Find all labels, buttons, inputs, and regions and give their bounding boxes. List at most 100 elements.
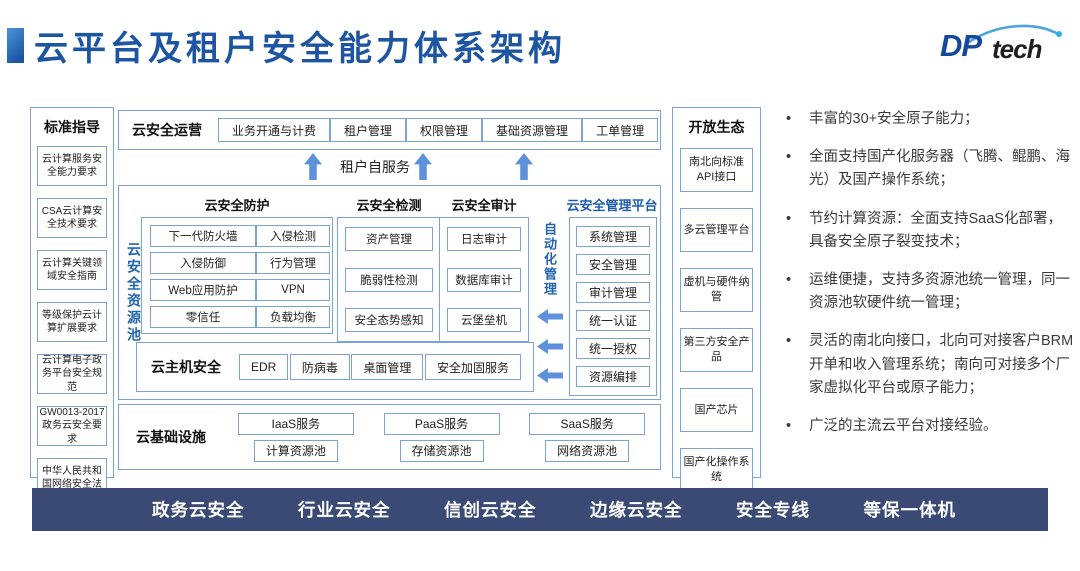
protection-item: 入侵检测 — [256, 225, 330, 247]
highlight-item: 广泛的主流云平台对接经验。 — [782, 415, 1075, 438]
infra-service-item: SaaS服务 — [529, 412, 646, 435]
standard-item: 云计算服务安全能力要求 — [37, 146, 107, 186]
logo-dp-text: DP — [940, 28, 982, 63]
footer-item: 信创云安全 — [444, 500, 537, 520]
platform-item: 统一授权 — [576, 338, 650, 359]
infra-service-item: PaaS服务 — [383, 412, 500, 435]
footer-item: 等保一体机 — [863, 500, 956, 520]
platform-item: 资源编排 — [576, 366, 650, 387]
platform-item: 安全管理 — [576, 254, 650, 275]
standards-panel-title: 标准指导 — [44, 119, 100, 135]
title-accent-bar — [7, 28, 24, 63]
audit-title: 云安全审计 — [451, 198, 517, 213]
ecosystem-item: 国产芯片 — [680, 388, 753, 432]
arrow-left-icon — [537, 368, 563, 383]
ops-section-title: 云安全运营 — [132, 122, 202, 138]
standards-panel: 标准指导 云计算服务安全能力要求 CSA云计算安全技术要求 云计算关键领域安全指… — [30, 107, 114, 498]
highlights-list: 丰富的30+安全原子能力； 全面支持国产化服务器（飞腾、鲲鹏、海光）及国产操作系… — [782, 108, 1075, 453]
ops-item: 工单管理 — [582, 118, 659, 142]
host-items: EDR 防病毒 桌面管理 安全加固服务 — [239, 354, 521, 380]
infra-pool-item: 网络资源池 — [545, 439, 630, 462]
highlight-item: 丰富的30+安全原子能力； — [782, 108, 1075, 131]
protection-box: 下一代防火墙 入侵检测 入侵防御 行为管理 Web应用防护 VPN 零信任 负载… — [141, 217, 333, 334]
highlight-item: 全面支持国产化服务器（飞腾、鲲鹏、海光）及国产操作系统； — [782, 146, 1075, 192]
detection-title: 云安全检测 — [356, 198, 422, 213]
infrastructure-section: 云基础设施 IaaS服务 计算资源池 PaaS服务 存储资源池 SaaS服务 网… — [118, 404, 661, 470]
highlight-item: 节约计算资源：全面支持SaaS化部署，具备安全原子裂变技术； — [782, 208, 1075, 254]
protection-item: 零信任 — [150, 306, 256, 328]
infra-group: IaaS服务 计算资源池 — [223, 412, 369, 462]
arrow-up-icon — [515, 153, 533, 180]
host-item: 安全加固服务 — [424, 354, 521, 380]
infra-pool-item: 存储资源池 — [399, 439, 484, 462]
host-item: 桌面管理 — [351, 354, 424, 380]
platform-item: 统一认证 — [576, 310, 650, 331]
arrow-left-icon — [537, 339, 563, 354]
protection-item: Web应用防护 — [150, 279, 256, 301]
ecosystem-item: 第三方安全产品 — [680, 328, 753, 372]
infra-service-item: IaaS服务 — [237, 412, 354, 435]
detection-item: 脆弱性检测 — [345, 267, 433, 292]
ops-item: 租户管理 — [330, 118, 407, 142]
dptech-logo: DP tech — [940, 20, 1070, 70]
footer-item: 安全专线 — [736, 500, 810, 520]
standard-item: 云计算关键领域安全指南 — [37, 250, 107, 290]
infrastructure-title: 云基础设施 — [136, 429, 206, 445]
host-security-box: 云主机安全 EDR 防病毒 桌面管理 安全加固服务 — [136, 342, 534, 392]
infra-group: PaaS服务 存储资源池 — [369, 412, 515, 462]
ecosystem-item: 国产化操作系统 — [680, 448, 753, 492]
host-item: 防病毒 — [289, 354, 350, 380]
ops-item: 基础资源管理 — [482, 118, 583, 142]
ops-items: 业务开通与计费 租户管理 权限管理 基础资源管理 工单管理 — [218, 118, 659, 142]
footer-item: 政务云安全 — [152, 500, 245, 520]
protection-item: 下一代防火墙 — [150, 225, 256, 247]
protection-item: VPN — [256, 279, 330, 301]
platform-item: 审计管理 — [576, 282, 650, 303]
protection-title: 云安全防护 — [204, 198, 270, 213]
arrow-up-icon — [414, 153, 432, 180]
host-security-title: 云主机安全 — [151, 359, 221, 375]
protection-item: 负载均衡 — [256, 306, 330, 328]
ecosystem-panel-title: 开放生态 — [688, 119, 745, 135]
standard-item: CSA云计算安全技术要求 — [37, 198, 107, 238]
ecosystem-panel: 开放生态 南北向标准API接口 多云管理平台 虚机与硬件纳管 第三方安全产品 国… — [672, 107, 761, 492]
ops-section: 云安全运营 业务开通与计费 租户管理 权限管理 基础资源管理 工单管理 — [118, 110, 661, 150]
audit-item: 数据库审计 — [447, 267, 521, 292]
audit-box: 日志审计 数据库审计 云堡垒机 — [439, 217, 529, 342]
ecosystem-list: 南北向标准API接口 多云管理平台 虚机与硬件纳管 第三方安全产品 国产芯片 国… — [673, 148, 760, 492]
host-item: EDR — [239, 354, 289, 380]
platform-box: 系统管理 安全管理 审计管理 统一认证 统一授权 资源编排 — [569, 217, 657, 396]
logo-tech-text: tech — [992, 34, 1042, 64]
detection-box: 资产管理 脆弱性检测 安全态势感知 — [337, 217, 441, 342]
platform-item: 系统管理 — [576, 226, 650, 247]
ecosystem-item: 多云管理平台 — [680, 208, 753, 252]
infra-pool-item: 计算资源池 — [253, 439, 338, 462]
infra-group: SaaS服务 网络资源池 — [514, 412, 660, 462]
ecosystem-item: 南北向标准API接口 — [680, 148, 753, 192]
platform-title: 云安全管理平台 — [566, 198, 658, 213]
standard-item: GW0013-2017政务云安全要求 — [37, 406, 107, 446]
tenant-self-service-row: 租户自服务 — [118, 150, 661, 183]
footer-item: 边缘云安全 — [590, 500, 683, 520]
footer-item: 行业云安全 — [298, 500, 391, 520]
detection-item: 安全态势感知 — [345, 308, 433, 332]
security-pool-section: 云安全资源池 云安全防护 下一代防火墙 入侵检测 入侵防御 行为管理 Web应用… — [118, 185, 661, 400]
arrow-up-icon — [304, 153, 322, 180]
ecosystem-item: 虚机与硬件纳管 — [680, 268, 753, 312]
automation-label: 自动化管理 — [542, 222, 557, 297]
ops-item: 权限管理 — [406, 118, 483, 142]
page-title: 云平台及租户安全能力体系架构 — [34, 30, 566, 68]
detection-item: 资产管理 — [345, 227, 433, 251]
standard-item: 云计算电子政务平台安全规范 — [37, 354, 107, 394]
pool-vertical-title: 云安全资源池 — [126, 241, 142, 344]
highlight-item: 灵活的南北向接口，北向可对接客户BRM开单和收入管理系统；南向可对接多个厂家虚拟… — [782, 330, 1075, 400]
audit-item: 日志审计 — [447, 227, 521, 251]
protection-item: 行为管理 — [256, 252, 330, 274]
footer-bar: 政务云安全 行业云安全 信创云安全 边缘云安全 安全专线 等保一体机 — [32, 488, 1048, 531]
highlight-item: 运维便捷，支持多资源池统一管理，同一资源池软硬件统一管理； — [782, 269, 1075, 315]
standards-list: 云计算服务安全能力要求 CSA云计算安全技术要求 云计算关键领域安全指南 等级保… — [31, 146, 113, 498]
audit-item: 云堡垒机 — [447, 308, 521, 332]
logo-swoosh-icon — [964, 24, 1062, 46]
tenant-self-service-label: 租户自服务 — [340, 159, 410, 175]
